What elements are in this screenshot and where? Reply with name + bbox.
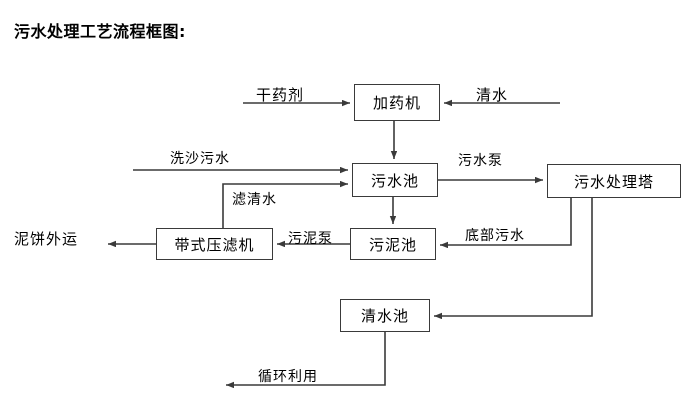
edge-label-bottom-sewage: 底部污水 (465, 228, 525, 244)
edge-clear-water-recycle (226, 332, 386, 389)
io-label-mud-cake-out: 泥饼外运 (14, 230, 79, 248)
node-label: 清水池 (360, 307, 409, 325)
edge-label-sludge-pump: 污泥泵 (288, 231, 333, 247)
node-belt-press[interactable]: 带式压滤机 (156, 228, 273, 260)
node-label: 污泥池 (368, 235, 417, 254)
node-treatment-tower[interactable]: 污水处理塔 (547, 164, 681, 198)
io-label-clean-water: 清水 (476, 86, 509, 104)
edge-beltpress-to-sewage-pool (222, 180, 348, 228)
io-label-dry-agent: 干药剂 (256, 86, 305, 104)
edge-label-sand-wash-sewage: 洗沙污水 (170, 151, 230, 167)
node-sewage-pool[interactable]: 污水池 (352, 163, 438, 197)
node-sludge-pool[interactable]: 污泥池 (350, 228, 436, 260)
edge-label-sewage-pump: 污水泵 (458, 153, 503, 169)
node-clear-water-pool[interactable]: 清水池 (340, 299, 430, 332)
node-label: 污水池 (370, 171, 419, 190)
edge-label-filtered-water: 滤清水 (232, 192, 277, 208)
edge-tower-to-sludge-pool (440, 198, 572, 249)
edge-tower-to-clear-water-pool (434, 198, 593, 320)
node-label: 带式压滤机 (174, 235, 255, 254)
page-title: 污水处理工艺流程框图: (14, 22, 186, 41)
edge-label-recycle-reuse: 循环利用 (258, 369, 318, 385)
node-dosing-machine[interactable]: 加药机 (354, 84, 440, 121)
node-label: 污水处理塔 (573, 172, 654, 191)
node-label: 加药机 (372, 94, 421, 112)
